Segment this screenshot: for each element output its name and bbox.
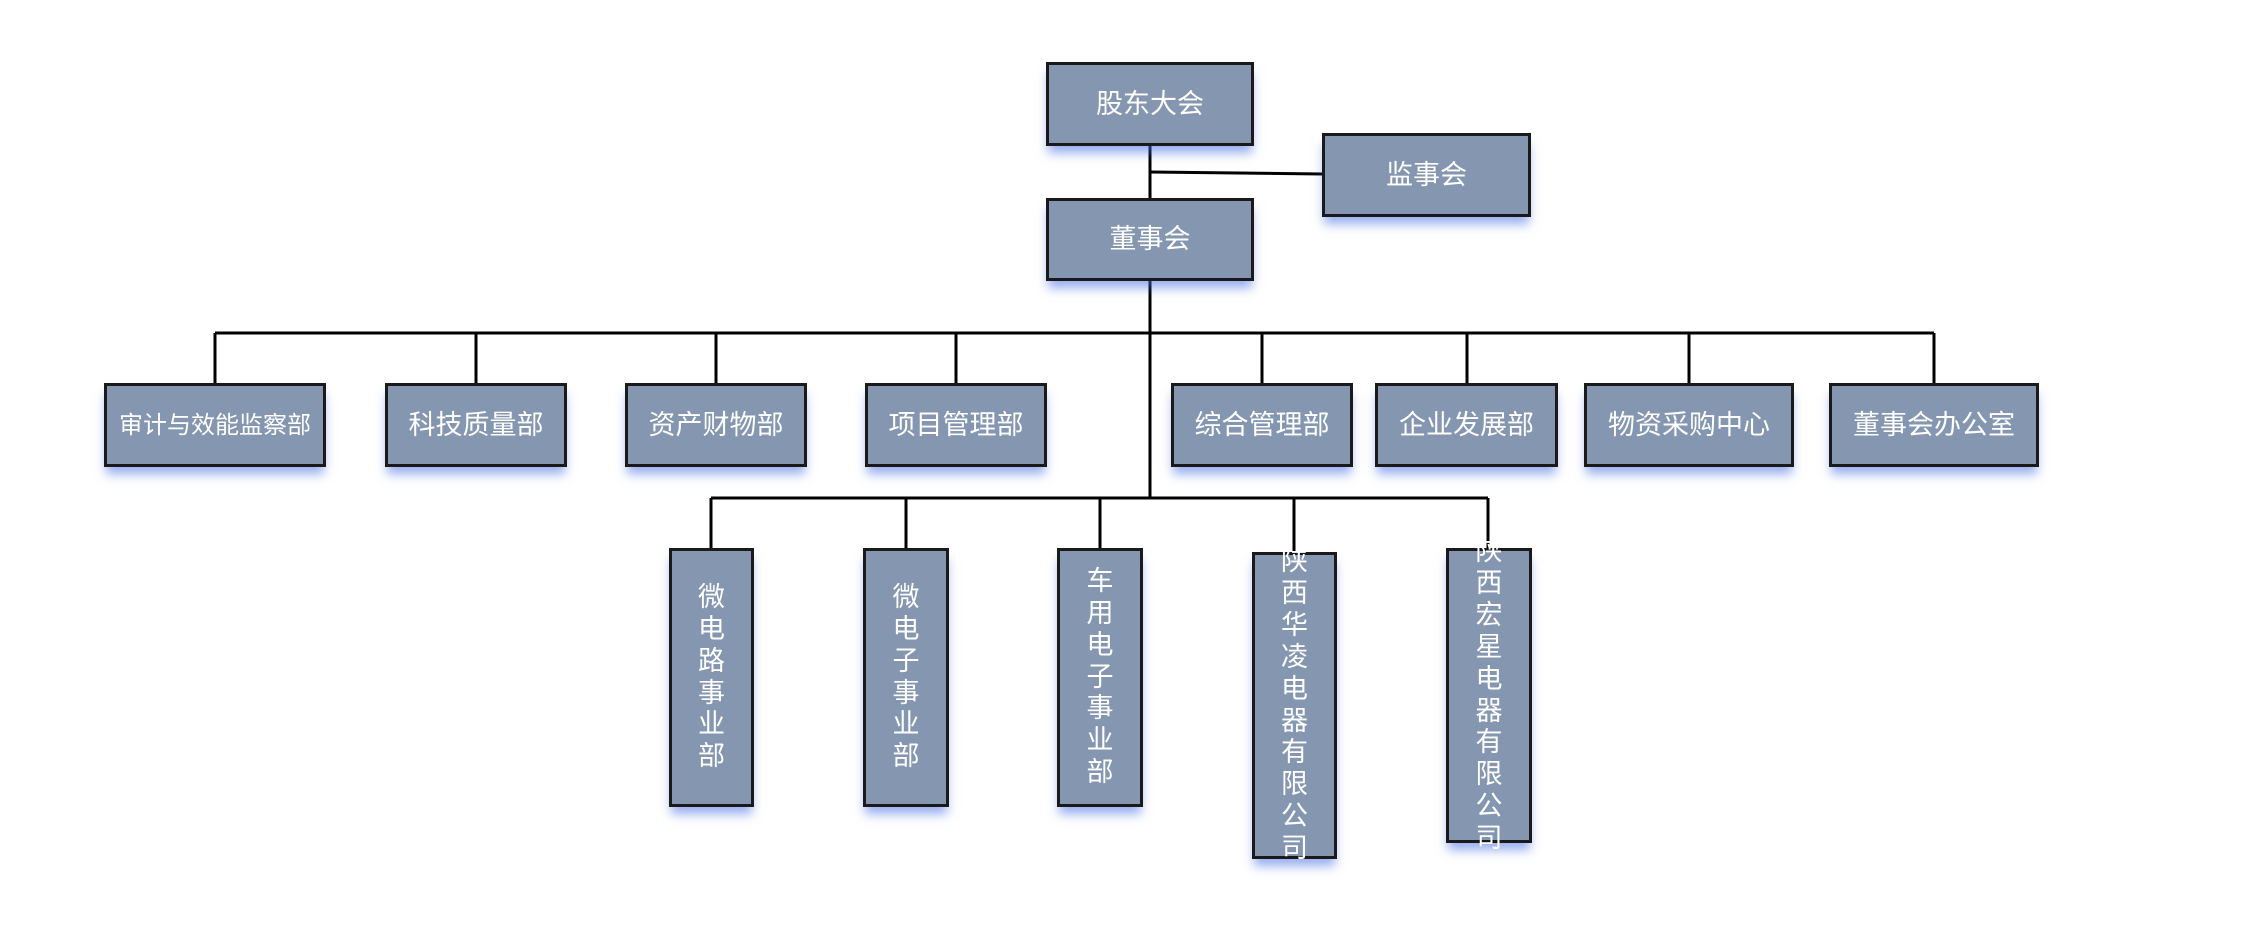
node-unit-microelectronics[interactable]: 微电子事业部 — [863, 548, 949, 807]
node-unit-hualing[interactable]: 陕西华凌电器有限公司 — [1252, 546, 1337, 864]
node-dept-development[interactable]: 企业发展部 — [1375, 383, 1558, 467]
node-shareholders[interactable]: 股东大会 — [1046, 62, 1254, 146]
node-label: 企业发展部 — [1399, 409, 1534, 441]
node-label: 车用电子事业部 — [1086, 565, 1114, 789]
node-label: 物资采购中心 — [1608, 409, 1770, 441]
node-label: 微电路事业部 — [698, 581, 725, 773]
node-label: 综合管理部 — [1194, 409, 1330, 441]
node-dept-project[interactable]: 项目管理部 — [865, 383, 1047, 467]
node-dept-procurement[interactable]: 物资采购中心 — [1584, 383, 1794, 467]
node-supervisors[interactable]: 监事会 — [1322, 133, 1531, 217]
connector-supervisors — [1149, 170, 1323, 176]
node-label: 监事会 — [1386, 159, 1467, 191]
node-dept-tech-quality[interactable]: 科技质量部 — [385, 383, 567, 467]
node-label: 股东大会 — [1096, 88, 1204, 120]
node-label: 董事会办公室 — [1853, 409, 2015, 441]
node-label: 科技质量部 — [408, 409, 544, 441]
node-dept-audit[interactable]: 审计与效能监察部 — [104, 383, 326, 467]
node-board[interactable]: 董事会 — [1046, 198, 1254, 281]
node-unit-microcircuit[interactable]: 微电路事业部 — [669, 548, 754, 807]
node-label: 资产财物部 — [648, 409, 784, 441]
node-dept-board-office[interactable]: 董事会办公室 — [1829, 383, 2039, 467]
node-label: 审计与效能监察部 — [119, 411, 311, 439]
node-dept-general[interactable]: 综合管理部 — [1171, 383, 1353, 467]
node-label: 陕西宏星电器有限公司 — [1475, 536, 1503, 854]
node-dept-finance[interactable]: 资产财物部 — [625, 383, 807, 467]
node-unit-automotive[interactable]: 车用电子事业部 — [1057, 548, 1143, 807]
node-unit-hongxing[interactable]: 陕西宏星电器有限公司 — [1446, 536, 1532, 854]
node-label: 董事会 — [1109, 224, 1191, 255]
node-label: 微电子事业部 — [892, 581, 920, 773]
node-label: 陕西华凌电器有限公司 — [1281, 546, 1308, 864]
node-label: 项目管理部 — [888, 409, 1024, 441]
